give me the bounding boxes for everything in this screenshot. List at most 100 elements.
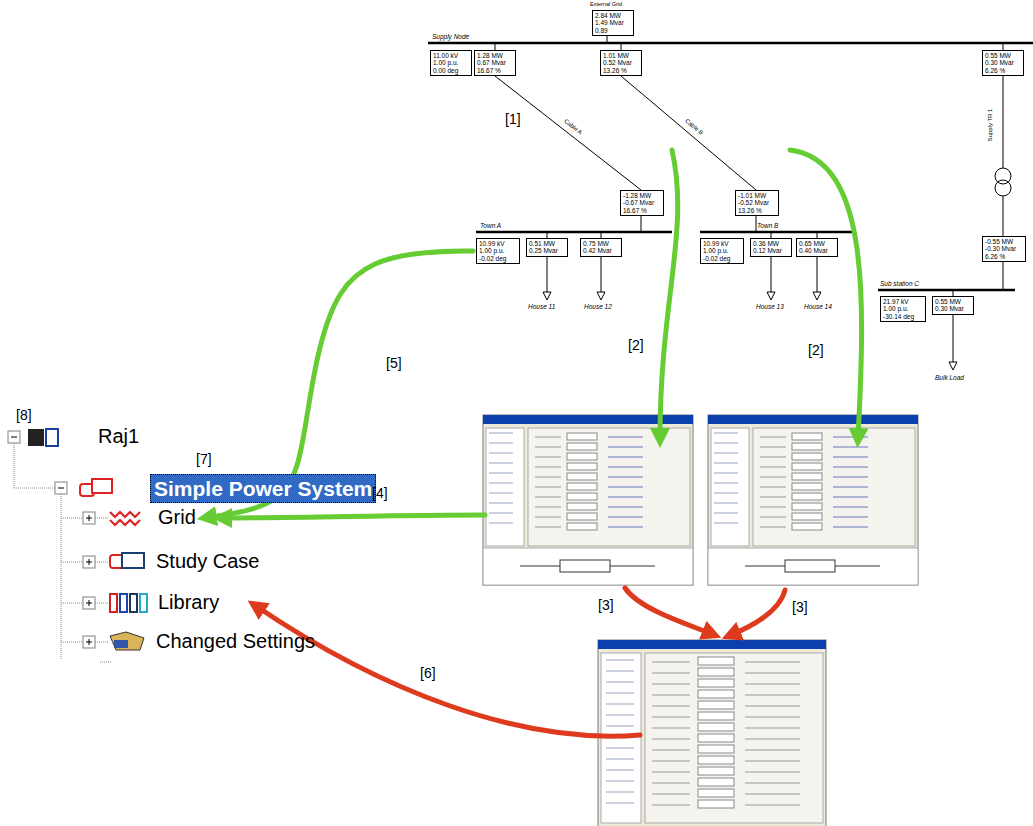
tree-lines: [95, 642, 108, 643]
dialog-field: [606, 803, 634, 804]
diagram-label: Bulk Load: [935, 374, 964, 381]
tree-expanders: [8, 431, 20, 443]
tree-lines: [95, 603, 108, 604]
tree-item: Study Case: [153, 549, 262, 574]
dialog-field: [792, 523, 822, 530]
diagram-label: Sub station C: [880, 280, 919, 287]
dialog-field: [833, 447, 868, 448]
dialog-field: [714, 483, 738, 484]
tree-expanders: [55, 482, 67, 494]
type-dialog-window: [598, 640, 826, 826]
diagram-label: Cable A: [563, 118, 584, 136]
dialog-field: [567, 503, 597, 510]
node-text: 0.36 MW 0.12 Mvar: [753, 240, 789, 255]
node-text: 0.55 MW 0.30 Mvar 6.26 %: [985, 52, 1021, 74]
tree-expanders: [83, 597, 95, 609]
tree-expanders: [83, 636, 95, 648]
dialog-field: [652, 684, 690, 685]
dialog-field: [745, 805, 800, 806]
tree-icons: [110, 594, 117, 612]
dialog-field: [606, 748, 634, 749]
tree-icons: [114, 640, 128, 648]
dialog-field: [833, 507, 868, 508]
single-line-diagram: [700, 231, 855, 234]
dialog-field: [652, 673, 690, 674]
dialog-field: [652, 805, 690, 806]
tree-item: Raj1: [95, 424, 142, 449]
dialog-field: [567, 493, 597, 500]
node-text: 1.01 MW 0.52 Mvar 13.26 %: [603, 52, 639, 74]
tree-lines: [95, 562, 108, 563]
dialog-field: [652, 761, 690, 762]
dialog-window: [711, 428, 749, 546]
dialog-window: [483, 415, 693, 585]
tree-expanders: [89, 515, 90, 521]
dialog-field: [567, 473, 597, 480]
dialog-window: [560, 560, 610, 572]
dialog-field: [608, 457, 643, 458]
dialog-field: [714, 433, 738, 434]
single-line-diagram: [495, 43, 496, 50]
dialog-field: [833, 517, 868, 518]
tree-icons: [130, 594, 137, 612]
callout-number: [3]: [792, 600, 808, 615]
dialog-field: [652, 783, 690, 784]
result-box: -1.28 MW -0.67 Mvar 16.67 %: [620, 190, 664, 216]
red-arrows: [731, 590, 785, 635]
node-text: -1.28 MW -0.67 Mvar 16.67 %: [623, 192, 661, 214]
dialog-field: [833, 527, 868, 528]
dialog-window: [520, 566, 560, 567]
result-box: -0.55 MW -0.30 Mvar 6.26 %: [982, 236, 1026, 262]
single-line-diagram: [767, 292, 775, 300]
dialog-field: [792, 503, 822, 510]
dialog-field: [535, 467, 561, 468]
single-line-diagram: [621, 43, 622, 50]
dialog-field: [608, 447, 643, 448]
result-box: 11.00 kV 1.00 p.u. 0.00 deg: [430, 50, 472, 76]
dialog-field: [535, 507, 561, 508]
tree-icons: [120, 594, 127, 612]
dialog-field: [698, 723, 734, 731]
node-text: 0.75 MW 0.42 Mvar: [583, 240, 619, 255]
tree-lines: [61, 562, 83, 563]
diagram-label: Supply TR 1: [987, 109, 994, 142]
callout-number: [6]: [420, 666, 436, 681]
dialog-field: [535, 487, 561, 488]
node-text: Library: [158, 590, 219, 615]
dialog-field: [745, 750, 800, 751]
dialog-field: [792, 483, 822, 490]
dialog-field: [608, 517, 643, 518]
type-dialog-window: [645, 653, 823, 823]
dialog-field: [760, 467, 786, 468]
callout-number: [7]: [196, 452, 212, 467]
result-box: 0.65 MW 0.40 Mvar: [796, 238, 838, 257]
dialog-field: [606, 682, 634, 683]
dialog-field: [652, 739, 690, 740]
node-text: Changed Settings: [156, 629, 315, 654]
dialog-field: [567, 453, 597, 460]
dialog-field: [760, 487, 786, 488]
red-arrows: [256, 588, 785, 736]
single-line-diagram: [1003, 76, 1004, 168]
tree-icons: [140, 594, 147, 612]
green-arrows: [222, 515, 485, 518]
dialog-field: [608, 437, 643, 438]
selected-tree-item: Simple Power System: [150, 474, 376, 503]
dialog-field: [489, 483, 513, 484]
dialog-field: [745, 794, 800, 795]
dialog-field: [760, 477, 786, 478]
result-box: 0.55 MW 0.30 Mvar: [932, 296, 974, 315]
dialog-field: [606, 726, 634, 727]
tree-icons: [110, 632, 144, 650]
dialog-field: [606, 693, 634, 694]
dialog-field: [606, 770, 634, 771]
result-box: 10.99 kV 1.00 p.u. -0.02 deg: [700, 238, 744, 264]
single-line-diagram: [621, 76, 756, 190]
dialog-field: [760, 447, 786, 448]
type-dialog-window: [598, 640, 826, 649]
tree-expanders: [11, 437, 17, 438]
tree-expanders: [89, 639, 90, 645]
single-line-diagram: [476, 231, 672, 234]
dialog-field: [606, 704, 634, 705]
dialog-field: [698, 778, 734, 786]
